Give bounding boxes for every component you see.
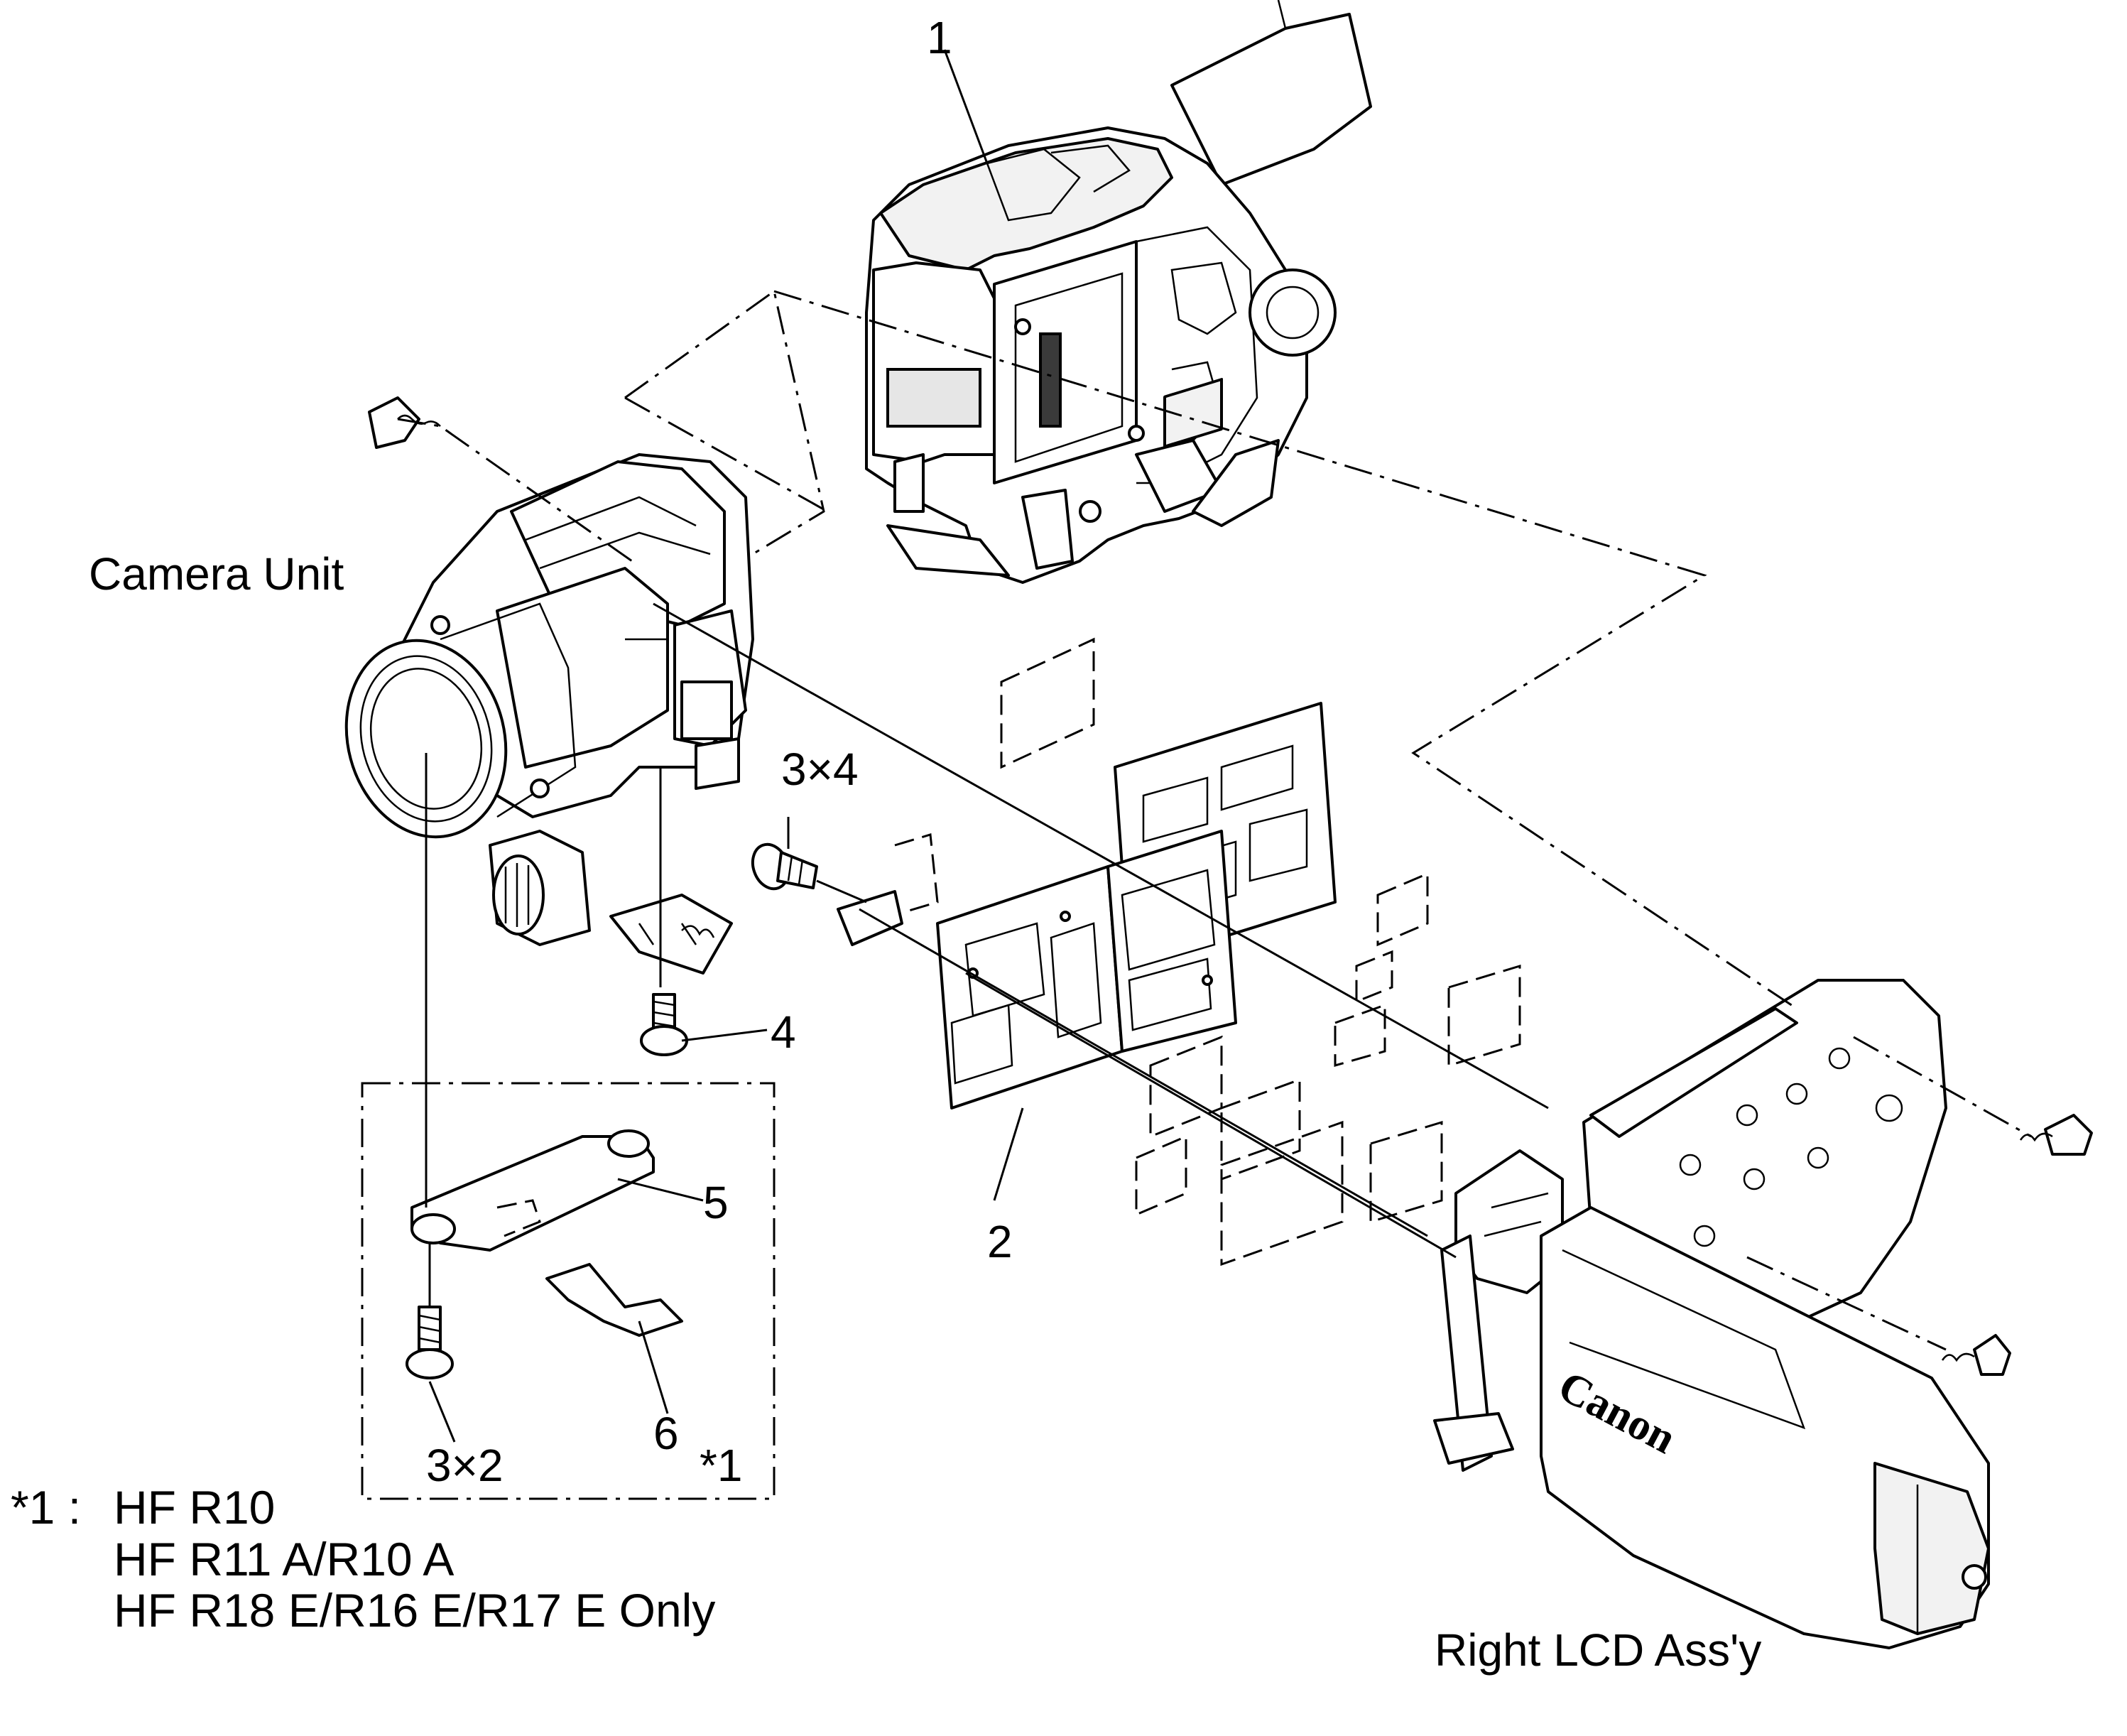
top-housing-part-1 <box>865 0 1372 584</box>
bracket-with-screw <box>609 894 733 975</box>
assembly-guide-lines <box>397 49 2032 1443</box>
camera-unit-lens-assembly <box>344 396 754 946</box>
right-lcd-assy-label: Right LCD Ass'y <box>1435 1624 1761 1676</box>
footnote-line-1: HF R10 <box>114 1481 275 1534</box>
lcd-screw-upper-icon <box>2019 1114 2093 1156</box>
part-3x4-label: 3×4 <box>781 744 859 795</box>
main-circuit-board-part-2 <box>936 378 1337 1110</box>
shield-sheets <box>1000 637 1521 1266</box>
part-5-label: 5 <box>703 1177 729 1228</box>
model-specific-parts-box <box>361 1082 776 1500</box>
right-lcd-assembly: Canon <box>1433 979 1990 1649</box>
screw-4-icon <box>640 993 688 1056</box>
part-1-label: 1 <box>927 12 952 63</box>
part-4-label: 4 <box>771 1007 796 1058</box>
lcd-screw-lower-icon <box>1941 1334 2011 1376</box>
footnote-line-3: HF R18 E/R16 E/R17 E Only <box>114 1584 715 1637</box>
part-6-label: 6 <box>653 1408 679 1459</box>
footnote-marker: *1 : <box>11 1481 81 1534</box>
screw-3x4-icon <box>751 842 818 891</box>
board-bracket <box>837 833 939 946</box>
box-footnote-mark: *1 <box>700 1440 743 1491</box>
part-3x2-label: 3×2 <box>426 1440 504 1491</box>
part-2-label: 2 <box>987 1216 1013 1267</box>
camera-unit-label: Camera Unit <box>89 548 344 600</box>
footnote-line-2: HF R11 A/R10 A <box>114 1533 454 1585</box>
